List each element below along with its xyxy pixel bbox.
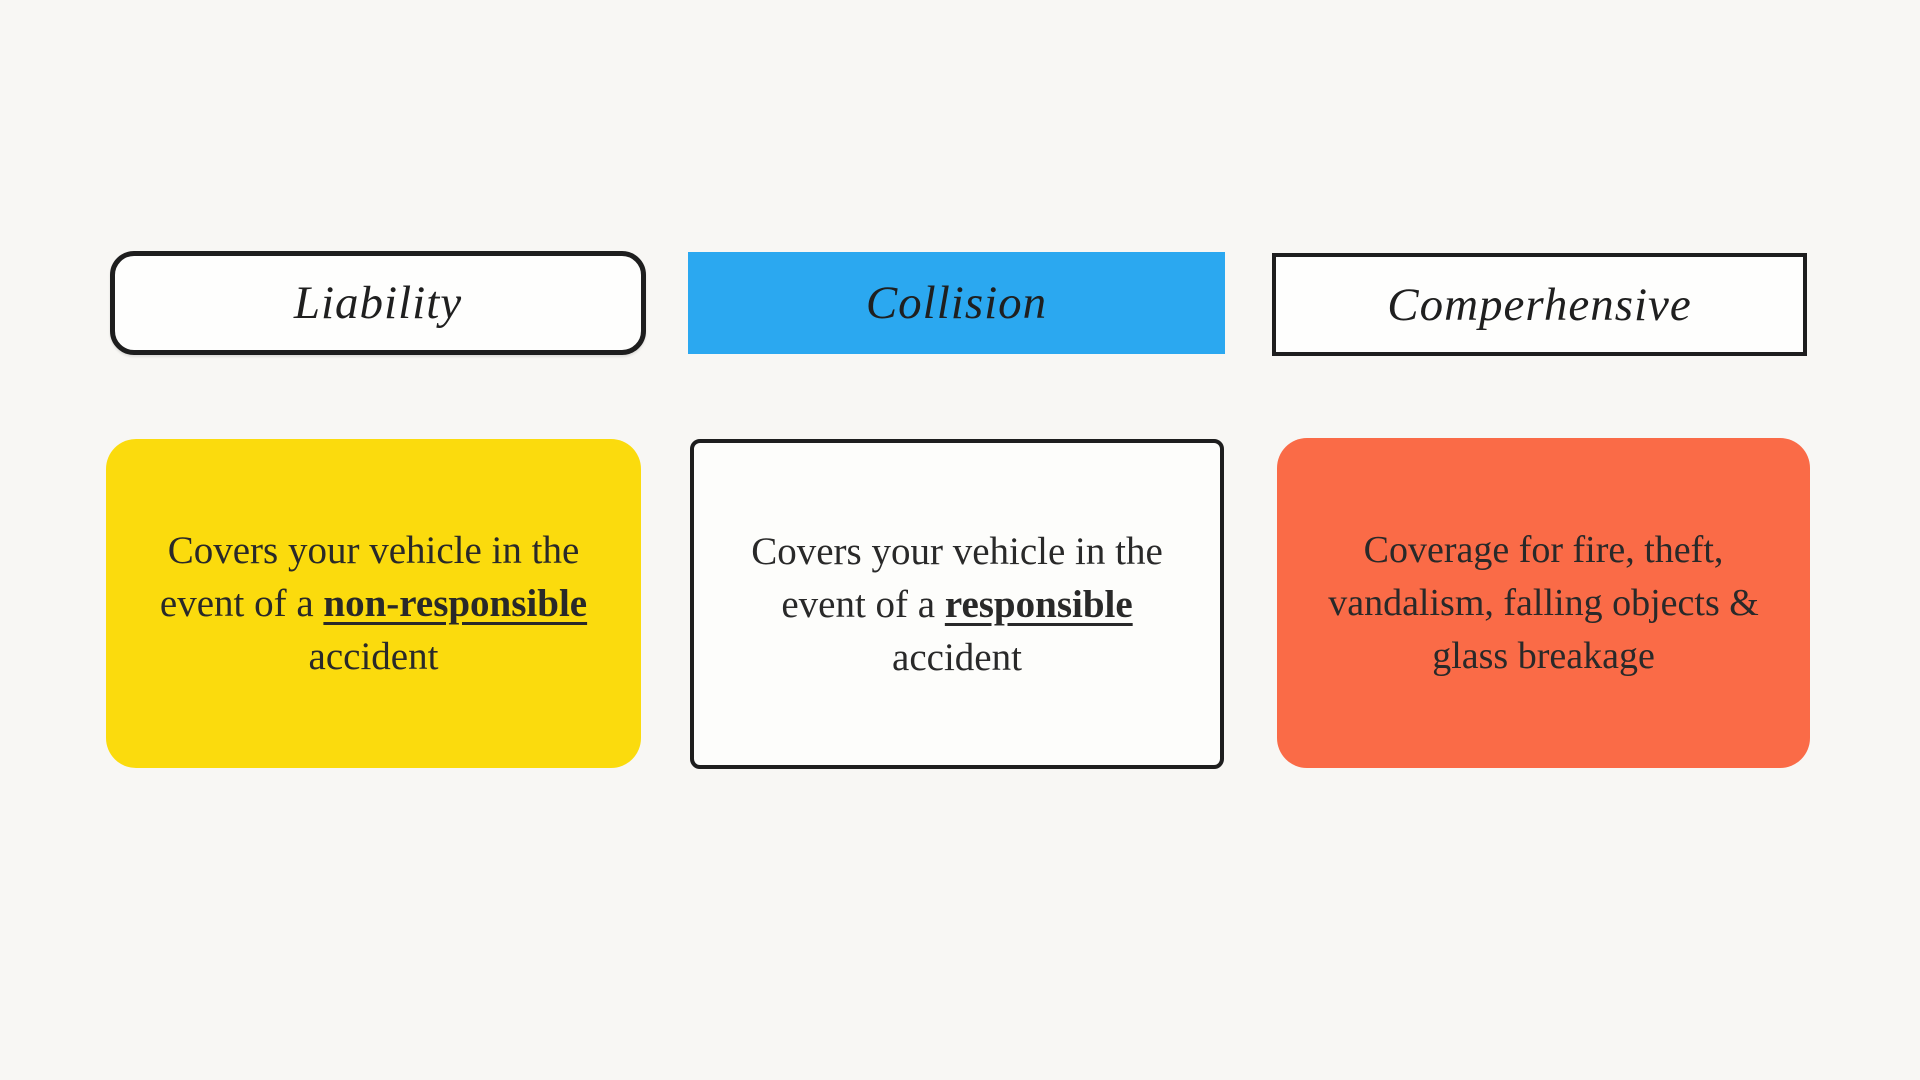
comprehensive-header-label: Comperhensive bbox=[1387, 278, 1692, 331]
emphasized-text: responsible bbox=[944, 582, 1133, 626]
plain-text: Coverage for fire, theft, vandalism, fal… bbox=[1328, 528, 1759, 677]
plain-text: Covers your vehicle in the event of a bbox=[751, 529, 1163, 626]
liability-description-card: Covers your vehicle in the event of a no… bbox=[106, 439, 641, 768]
comprehensive-header-box: Comperhensive bbox=[1272, 253, 1807, 356]
plain-text: accident bbox=[892, 635, 1022, 679]
collision-description-text: Covers your vehicle in the event of a re… bbox=[726, 525, 1188, 684]
emphasized-text: non-responsible bbox=[323, 582, 588, 625]
collision-header-label: Collision bbox=[865, 277, 1048, 329]
liability-header-box: Liability bbox=[110, 251, 646, 355]
plain-text: accident bbox=[308, 635, 439, 678]
liability-description-text: Covers your vehicle in the event of a no… bbox=[143, 524, 605, 683]
comprehensive-description-text: Coverage for fire, theft, vandalism, fal… bbox=[1327, 524, 1761, 683]
plain-text: Covers your vehicle in the event of a bbox=[159, 529, 580, 625]
liability-header-label: Liability bbox=[293, 277, 463, 329]
collision-description-card: Covers your vehicle in the event of a re… bbox=[690, 439, 1224, 769]
comprehensive-description-card: Coverage for fire, theft, vandalism, fal… bbox=[1277, 438, 1810, 768]
collision-header-box: Collision bbox=[688, 252, 1225, 354]
